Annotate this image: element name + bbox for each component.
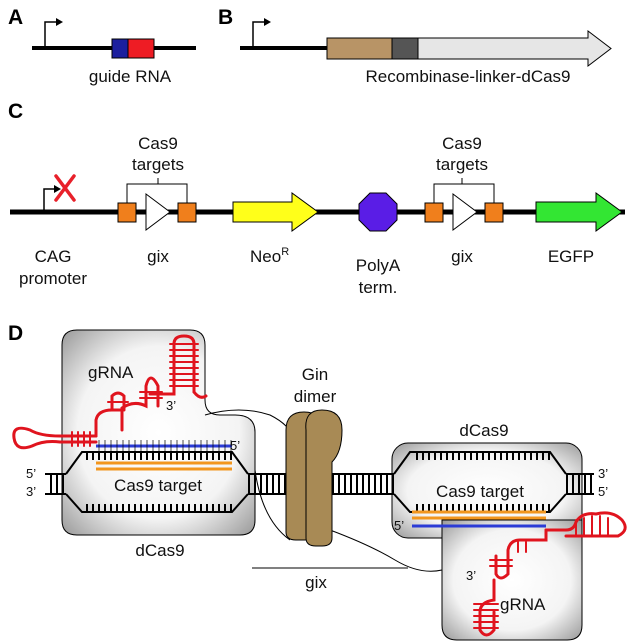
cas9-target-right-label: Cas9 target [436,482,524,501]
gix-core-left-icon [145,193,171,231]
targets-right-line2: targets [436,155,488,174]
right-end-top-label: 3’ [598,466,608,481]
panel-label-a: A [8,6,23,29]
linker-right [329,529,443,572]
three-prime-right-label: 3’ [466,568,476,583]
fusion-label: Recombinase-linker-dCas9 [365,67,570,86]
gix-site-right-a [424,202,444,223]
dcas9-left-label: dCas9 [135,541,184,560]
guide-scaffold-segment [127,38,155,59]
cag-label-line2: promoter [19,269,87,288]
guide-rna-label: guide RNA [89,67,172,86]
neo-label: NeoR [250,246,289,266]
right-end-bottom-label: 5’ [598,484,608,499]
polya-octagon [358,192,398,232]
gin-dimer [285,409,343,547]
panel-label-c: C [8,100,23,123]
gin-label-line1: Gin [302,365,328,384]
three-prime-left-label: 3’ [166,398,176,413]
egfp-label: EGFP [548,247,594,266]
cas9-target-left-label: Cas9 target [114,476,202,495]
hybrid-left [96,440,232,471]
panel-b-construct: Recombinase-linker-dCas9 [240,18,612,86]
panel-c-reporter: CAG promoter Cas9 targets gix NeoR PolyA… [10,134,625,297]
grna-right-structure [473,511,627,637]
hybrid-right [412,510,546,528]
grna-left-structure [12,334,208,450]
panel-label-b: B [218,6,233,29]
recombinase-segment [326,37,393,60]
polya-label-line1: PolyA [356,256,401,275]
grna-left-label: gRNA [88,363,134,382]
five-prime-guide-left-label: 5’ [230,438,240,453]
grna-right-label: gRNA [500,595,546,614]
cross-icon [54,174,76,202]
linker-segment [391,37,419,60]
gin-label-line2: dimer [294,387,337,406]
gix-right-label: gix [451,247,473,266]
polya-label-line2: term. [359,278,398,297]
promoter-arrow-icon [44,21,58,48]
dcas9-right-label: dCas9 [459,421,508,440]
guide-spacer-segment [111,38,129,59]
cag-label-line1: CAG [35,247,72,266]
left-end-top-label: 5’ [26,466,36,481]
five-prime-guide-right-label: 5’ [394,518,404,533]
promoter-arrowhead-icon [56,18,63,26]
gix-label: gix [305,573,327,592]
dcas9-left-body [61,329,256,536]
gix-core-right-icon [452,193,478,231]
targets-right-line1: Cas9 [442,134,482,153]
gix-site-left-a [117,202,137,223]
gix-left-label: gix [147,247,169,266]
promoter-arrowhead-icon [264,18,271,26]
promoter-arrow-icon [252,21,266,48]
targets-left-line1: Cas9 [138,134,178,153]
panel-label-d: D [8,322,23,345]
targets-left-line2: targets [132,155,184,174]
neo-arrow [232,192,319,232]
dcas9-arrow [417,29,612,68]
panel-d-mechanism: gRNA 3’ 5’ Cas9 target dCas9 Gin dimer g… [12,329,627,641]
gix-site-left-b [177,202,197,223]
targets-left-bracket [126,183,188,203]
cag-promoter-arrowhead-icon [54,185,61,193]
egfp-arrow [535,192,623,232]
gix-site-right-b [484,202,504,223]
targets-right-bracket [433,183,495,203]
cag-promoter-arrow-icon [43,188,56,212]
gin-monomer-right [305,409,343,547]
left-end-bottom-label: 3’ [26,484,36,499]
dcas9-right-lower [441,519,583,641]
panel-a-construct: guide RNA [32,18,196,86]
